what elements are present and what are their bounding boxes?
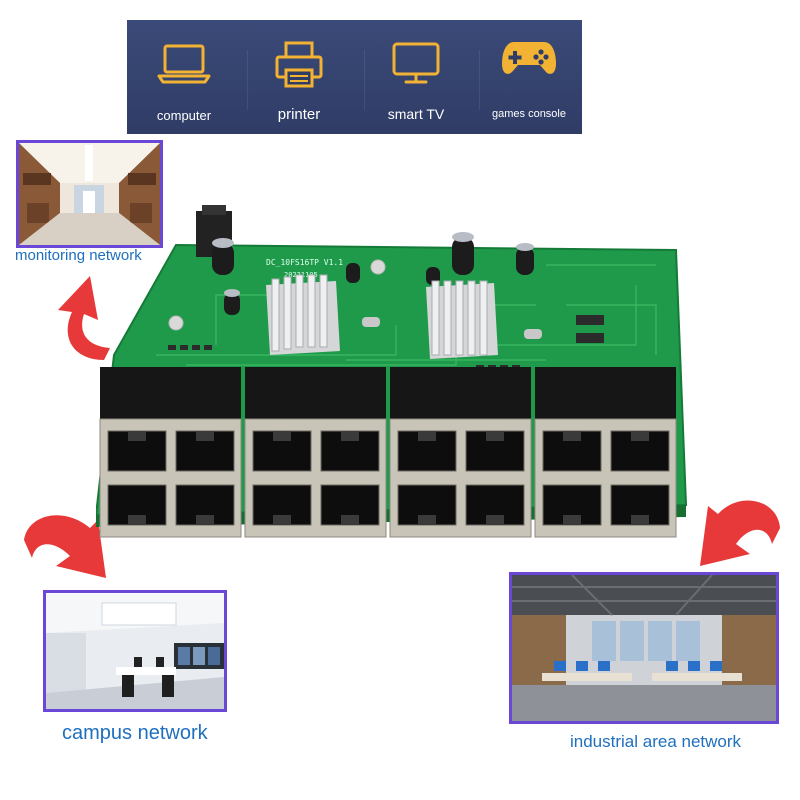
board-model-silkscreen: DC_10FS16TP V1.1 [266,258,343,267]
device-banner: computer printer smart TV [127,20,582,134]
rj45-latch-slot [128,431,146,441]
device-printer: printer [242,20,356,134]
industrial-network-photo [509,572,779,724]
separator [247,50,248,110]
ethernet-switch-board: DC_10FS16TP V1.1 20221105 [96,205,688,538]
monitoring-network-caption: monitoring network [15,247,142,264]
campus-network-photo [43,590,227,712]
rj45-latch-slot [273,515,291,525]
device-label: smart TV [387,106,445,122]
device-computer: computer [127,20,241,134]
rj45-housing [535,367,676,419]
heatsink [426,280,498,359]
capacitor [224,289,240,315]
rj45-housing [100,367,241,419]
rj45-latch-slot [418,431,436,441]
industrial-network-caption: industrial area network [570,732,742,751]
monitor-icon [392,42,440,84]
printer-icon [275,41,323,88]
campus-network-caption: campus network [62,722,208,744]
rj45-latch-slot [273,431,291,441]
capacitor [212,238,234,275]
curved-arrow-icon [700,500,780,566]
rj45-latch-slot [341,515,359,525]
rj45-latch-slot [128,515,146,525]
monitoring-network-photo [16,140,163,248]
curved-arrow-icon [24,515,106,578]
dorm-corridor-image [19,143,160,245]
rj45-latch-slot [486,515,504,525]
rj45-latch-slot [196,431,214,441]
office-image [46,593,224,709]
heatsink [266,274,340,355]
rj45-housing [245,367,386,419]
device-label: games console [492,108,566,120]
open-office-image [512,575,776,721]
rj45-latch-slot [631,431,649,441]
rj45-latch-slot [631,515,649,525]
curved-arrow-icon [58,276,110,360]
separator [479,50,480,110]
device-smart-tv: smart TV [359,20,473,134]
rj45-latch-slot [563,431,581,441]
device-games-console: games console [472,20,586,134]
rj45-latch-slot [341,431,359,441]
rj45-latch-slot [418,515,436,525]
gamepad-icon [502,42,556,74]
device-label: printer [277,106,321,123]
device-label: computer [156,108,212,123]
rj45-latch-slot [563,515,581,525]
rj45-latch-slot [486,431,504,441]
rj45-latch-slot [196,515,214,525]
rj45-housing [390,367,531,419]
capacitor [452,232,474,275]
separator [364,50,365,110]
rj45-port-group [99,367,677,538]
capacitor [516,243,534,275]
laptop-icon [157,44,211,84]
